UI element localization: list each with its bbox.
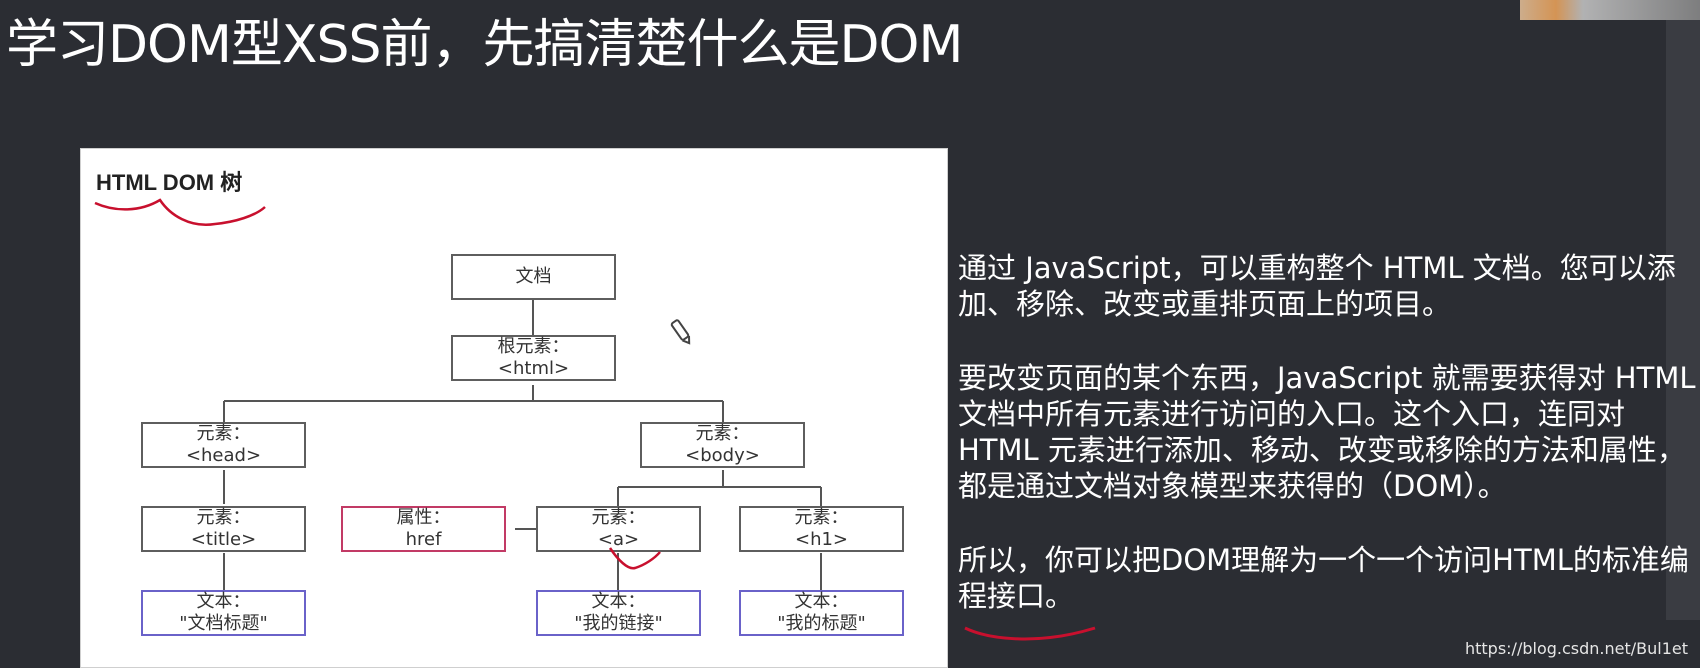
node-text-document-title: 文本： "文档标题" xyxy=(141,590,306,636)
node-document-label: 文档 xyxy=(515,266,552,287)
node-document: 文档 xyxy=(451,254,616,300)
node-head-tag: <head> xyxy=(185,445,262,466)
paragraph-2: 要改变页面的某个东西，JavaScript 就需要获得对 HTML 文档中所有元… xyxy=(958,361,1696,503)
node-attribute-href: 属性： href xyxy=(341,506,506,552)
node-attribute-label: 属性： xyxy=(396,507,451,528)
node-html-tag: <html> xyxy=(497,358,570,379)
node-title: 元素： <title> xyxy=(141,506,306,552)
node-h1-tag: <h1> xyxy=(794,529,849,550)
node-html: 根元素： <html> xyxy=(451,335,616,381)
node-title-tag: <title> xyxy=(190,529,257,550)
slide-title: 学习DOM型XSS前，先搞清楚什么是DOM xyxy=(6,15,963,75)
underline-programming-interface-mark xyxy=(964,626,1096,641)
corner-thumbnail xyxy=(1520,0,1700,20)
node-title-label: 元素： xyxy=(196,507,251,528)
node-h1-label: 元素： xyxy=(794,507,849,528)
node-text3-value: "我的标题" xyxy=(777,613,866,634)
node-text2-label: 文本： xyxy=(591,591,646,612)
side-strip xyxy=(1666,20,1700,620)
dom-tree-heading: HTML DOM 树 xyxy=(96,170,243,195)
node-head: 元素： <head> xyxy=(141,422,306,468)
node-text2-value: "我的链接" xyxy=(574,613,663,634)
node-text3-label: 文本： xyxy=(794,591,849,612)
node-text-my-title: 文本： "我的标题" xyxy=(739,590,904,636)
node-a-label: 元素： xyxy=(591,507,646,528)
node-body-label: 元素： xyxy=(695,423,750,444)
node-text1-value: "文档标题" xyxy=(179,613,268,634)
node-text1-label: 文本： xyxy=(196,591,251,612)
node-body-tag: <body> xyxy=(685,445,760,466)
node-body: 元素： <body> xyxy=(640,422,805,468)
node-h1: 元素： <h1> xyxy=(739,506,904,552)
watermark-url: https://blog.csdn.net/Bul1et xyxy=(1464,639,1688,658)
node-a: 元素： <a> xyxy=(536,506,701,552)
node-a-tag: <a> xyxy=(597,529,640,550)
paragraph-3: 所以，你可以把DOM理解为一个一个访问HTML的标准编程接口。 xyxy=(958,543,1689,613)
node-attribute-tag: href xyxy=(405,529,442,550)
dom-tree-slide: HTML DOM 树 文档 根元素： <html> 元素： <head> 元素 xyxy=(80,148,948,668)
paragraph-1: 通过 JavaScript，可以重构整个 HTML 文档。您可以添加、移除、改变… xyxy=(958,251,1676,321)
node-head-label: 元素： xyxy=(196,423,251,444)
dom-tree-connectors xyxy=(223,300,822,590)
node-html-label: 根元素： xyxy=(497,336,570,357)
node-text-my-link: 文本： "我的链接" xyxy=(536,590,701,636)
